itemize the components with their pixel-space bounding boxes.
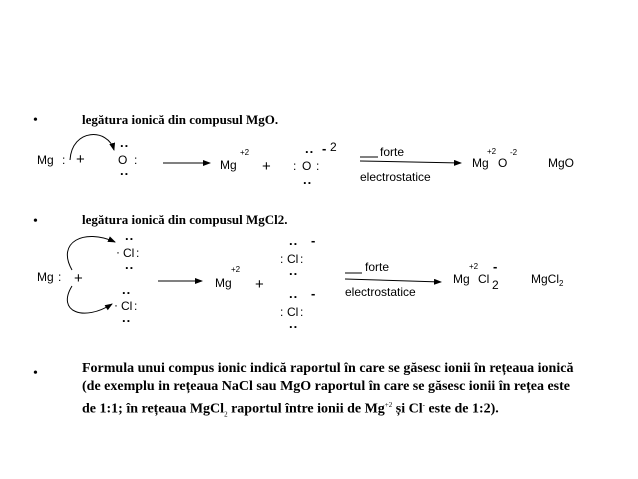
chloride-ion-2: Cl xyxy=(287,305,299,319)
formula-mgcl: MgCl xyxy=(531,272,560,286)
product-mg-charge: +2 xyxy=(487,147,497,156)
chloride1-right-electrons: : xyxy=(300,252,304,266)
para-part-3: și Cl xyxy=(392,401,423,417)
electrostatic-arrow-2 xyxy=(344,278,442,285)
forte-label-2: forte xyxy=(365,260,390,274)
chloride2-left-electrons: : xyxy=(280,305,284,319)
oxide-left-electrons: : xyxy=(293,159,297,173)
chloride2-bottom-electrons: .. xyxy=(289,316,299,331)
heading-mgo: legătura ionică din compusul MgO. xyxy=(82,112,279,127)
para-part-1: Formula unui compus ionic indică raportu… xyxy=(82,361,574,417)
para-sup-mg: +2 xyxy=(384,401,393,409)
plus-sign-2: + xyxy=(262,158,271,175)
electrostatice-label-1: electrostatice xyxy=(360,170,431,184)
oxide-right-electrons: : xyxy=(316,159,320,173)
cl2-top-electrons: .. xyxy=(122,282,132,297)
o-atom: O xyxy=(118,153,128,167)
para-sub-2: 2 xyxy=(224,410,228,419)
formula-mgcl2: MgCl2 xyxy=(531,272,564,288)
o-top-electrons: .. xyxy=(120,135,130,150)
para-part-2: raportul între ionii de Mg xyxy=(227,401,385,417)
plus-sign-4: + xyxy=(255,276,264,293)
chloride2-minus: - xyxy=(311,286,316,301)
o-bottom-electrons: .. xyxy=(120,163,130,178)
cl2-left-electron: · xyxy=(114,298,118,312)
mg-ion-charge-2: +2 xyxy=(231,265,241,274)
formula-mgcl2-sub: 2 xyxy=(559,279,564,288)
mg-atom: Mg xyxy=(37,153,54,167)
mg-atom-2: Mg xyxy=(37,270,54,284)
oxide-top-electrons: .. xyxy=(305,141,315,156)
plus-sign: + xyxy=(76,151,85,168)
oxide-bottom-electrons: .. xyxy=(303,172,313,187)
mg-electrons-2: : xyxy=(58,270,62,284)
mg-electrons: : xyxy=(62,153,66,167)
electron-transfer-curve-arrow-lower xyxy=(66,285,113,314)
product-o-charge: -2 xyxy=(510,148,518,157)
cl1-top-electrons: .. xyxy=(125,228,135,243)
cl2-right-electrons: : xyxy=(134,299,138,313)
o-right-electrons: : xyxy=(134,153,138,167)
mg-ion: Mg xyxy=(220,158,237,172)
forte-label-1: forte xyxy=(380,145,405,159)
chloride1-minus: - xyxy=(311,233,316,248)
formula-mgo: MgO xyxy=(548,156,575,170)
chloride1-left-electrons: : xyxy=(280,252,284,266)
chloride1-top-electrons: .. xyxy=(289,233,299,248)
electron-transfer-curve-arrow-upper xyxy=(66,236,116,271)
product-mg: Mg xyxy=(472,156,489,170)
oxide-minus: - xyxy=(322,141,327,156)
product2-sub: 2 xyxy=(492,278,499,292)
cl1-bottom-electrons: .. xyxy=(125,257,135,272)
oxide-charge: 2 xyxy=(330,140,337,154)
product2-minus: - xyxy=(493,259,498,274)
oxide-ion: O xyxy=(302,159,312,173)
plus-sign-3: + xyxy=(74,270,83,287)
cl2-bottom-electrons: .. xyxy=(122,310,132,325)
product2-cl: Cl xyxy=(478,272,490,286)
chloride1-bottom-electrons: .. xyxy=(289,263,299,278)
chloride2-top-electrons: .. xyxy=(289,286,299,301)
ionic-formula-paragraph: Formula unui compus ionic indică raportu… xyxy=(82,360,582,423)
product2-mg: Mg xyxy=(453,272,470,286)
chloride-ion-1: Cl xyxy=(287,252,299,266)
chloride2-right-electrons: : xyxy=(300,305,304,319)
mg-ion-2: Mg xyxy=(215,276,232,290)
mg-ion-charge: +2 xyxy=(240,148,250,157)
cl-atom-2: Cl xyxy=(121,299,133,313)
bullet-1: • xyxy=(33,113,38,128)
cl1-left-electron: · xyxy=(116,245,120,259)
bullet-2: • xyxy=(33,214,38,229)
electrostatice-label-2: electrostatice xyxy=(345,285,416,299)
cl1-right-electrons: : xyxy=(136,246,140,260)
para-sup-cl: - xyxy=(422,401,425,409)
product-o: O xyxy=(498,156,508,170)
heading-mgcl2: legătura ionică din compusul MgCl2. xyxy=(82,212,288,227)
cl-atom-1: Cl xyxy=(123,246,135,260)
product2-mg-charge: +2 xyxy=(469,262,479,271)
bullet-3: • xyxy=(33,366,38,381)
para-part-4: este de 1:2). xyxy=(424,401,499,417)
electron-transfer-curve-arrow xyxy=(69,134,116,161)
electrostatic-arrow-1 xyxy=(359,159,462,166)
